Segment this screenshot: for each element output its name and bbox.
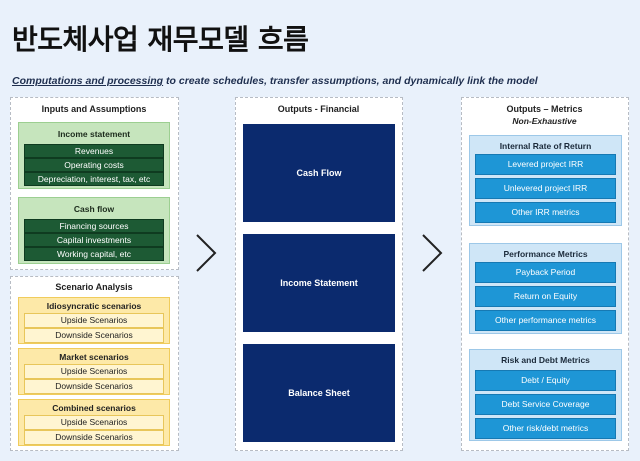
- income-statement-title: Income statement: [57, 129, 131, 139]
- income-item: Depreciation, interest, tax, etc: [24, 172, 164, 186]
- subtitle-emphasis: Computations and processing: [12, 75, 164, 87]
- chevron-right-icon: [196, 234, 217, 272]
- metric-item: Other performance metrics: [475, 310, 616, 331]
- subtitle-text: to create schedules, transfer assumption…: [163, 75, 538, 87]
- financial-panel-title: Outputs - Financial: [277, 104, 360, 114]
- cash-flow-item: Working capital, etc: [24, 247, 164, 261]
- metrics-group-title: Risk and Debt Metrics: [501, 355, 590, 365]
- income-item: Revenues: [24, 144, 164, 158]
- scenario-item: Upside Scenarios: [24, 415, 164, 430]
- scenario-item: Downside Scenarios: [24, 379, 164, 394]
- page-title: 반도체사업 재무모델 흐름: [12, 23, 309, 56]
- scenario-item: Upside Scenarios: [24, 313, 164, 328]
- metric-item: Payback Period: [475, 262, 616, 283]
- cash-flow-item: Capital investments: [24, 233, 164, 247]
- metrics-group: Internal Rate of Return Levered project …: [469, 135, 622, 226]
- scenario-item: Downside Scenarios: [24, 328, 164, 343]
- metric-item: Other IRR metrics: [475, 202, 616, 223]
- metrics-group-title: Performance Metrics: [503, 249, 588, 259]
- metrics-panel-title: Outputs – Metrics: [506, 104, 583, 114]
- cash-flow-title: Cash flow: [73, 204, 115, 214]
- metrics-panel-subtitle: Non-Exhaustive: [512, 116, 577, 126]
- financial-output-block: Cash Flow: [243, 124, 395, 222]
- metric-item: Other risk/debt metrics: [475, 418, 616, 439]
- metric-item: Unlevered project IRR: [475, 178, 616, 199]
- metric-item: Return on Equity: [475, 286, 616, 307]
- scenario-panel-title: Scenario Analysis: [55, 282, 133, 292]
- metrics-group: Performance Metrics Payback Period Retur…: [469, 243, 622, 334]
- chevron-right-icon: [422, 234, 443, 272]
- scenario-group-title: Idiosyncratic scenarios: [46, 301, 142, 311]
- metrics-group-title: Internal Rate of Return: [499, 141, 592, 151]
- metric-item: Debt / Equity: [475, 370, 616, 391]
- scenario-group-title: Combined scenarios: [52, 403, 136, 413]
- scenario-group: Combined scenarios Upside Scenarios Down…: [18, 399, 170, 446]
- income-item: Operating costs: [24, 158, 164, 172]
- financial-panel: Outputs - Financial Cash Flow Income Sta…: [235, 97, 403, 451]
- scenario-group: Market scenarios Upside Scenarios Downsi…: [18, 348, 170, 395]
- metrics-panel: Outputs – Metrics Non-Exhaustive Interna…: [461, 97, 629, 451]
- scenario-item: Downside Scenarios: [24, 430, 164, 445]
- scenario-group: Idiosyncratic scenarios Upside Scenarios…: [18, 297, 170, 344]
- income-statement-box: Income statement Revenues Operating cost…: [18, 122, 170, 189]
- inputs-panel-title: Inputs and Assumptions: [41, 104, 147, 114]
- page-subtitle: Computations and processing to create sc…: [12, 75, 538, 87]
- scenario-item: Upside Scenarios: [24, 364, 164, 379]
- metric-item: Levered project IRR: [475, 154, 616, 175]
- inputs-panel: Inputs and Assumptions Income statement …: [10, 97, 179, 270]
- metric-item: Debt Service Coverage: [475, 394, 616, 415]
- financial-output-block: Income Statement: [243, 234, 395, 332]
- scenario-panel: Scenario Analysis Idiosyncratic scenario…: [10, 276, 179, 451]
- scenario-group-title: Market scenarios: [59, 352, 129, 362]
- metrics-group: Risk and Debt Metrics Debt / Equity Debt…: [469, 349, 622, 441]
- cash-flow-box: Cash flow Financing sources Capital inve…: [18, 197, 170, 264]
- financial-output-block: Balance Sheet: [243, 344, 395, 442]
- cash-flow-item: Financing sources: [24, 219, 164, 233]
